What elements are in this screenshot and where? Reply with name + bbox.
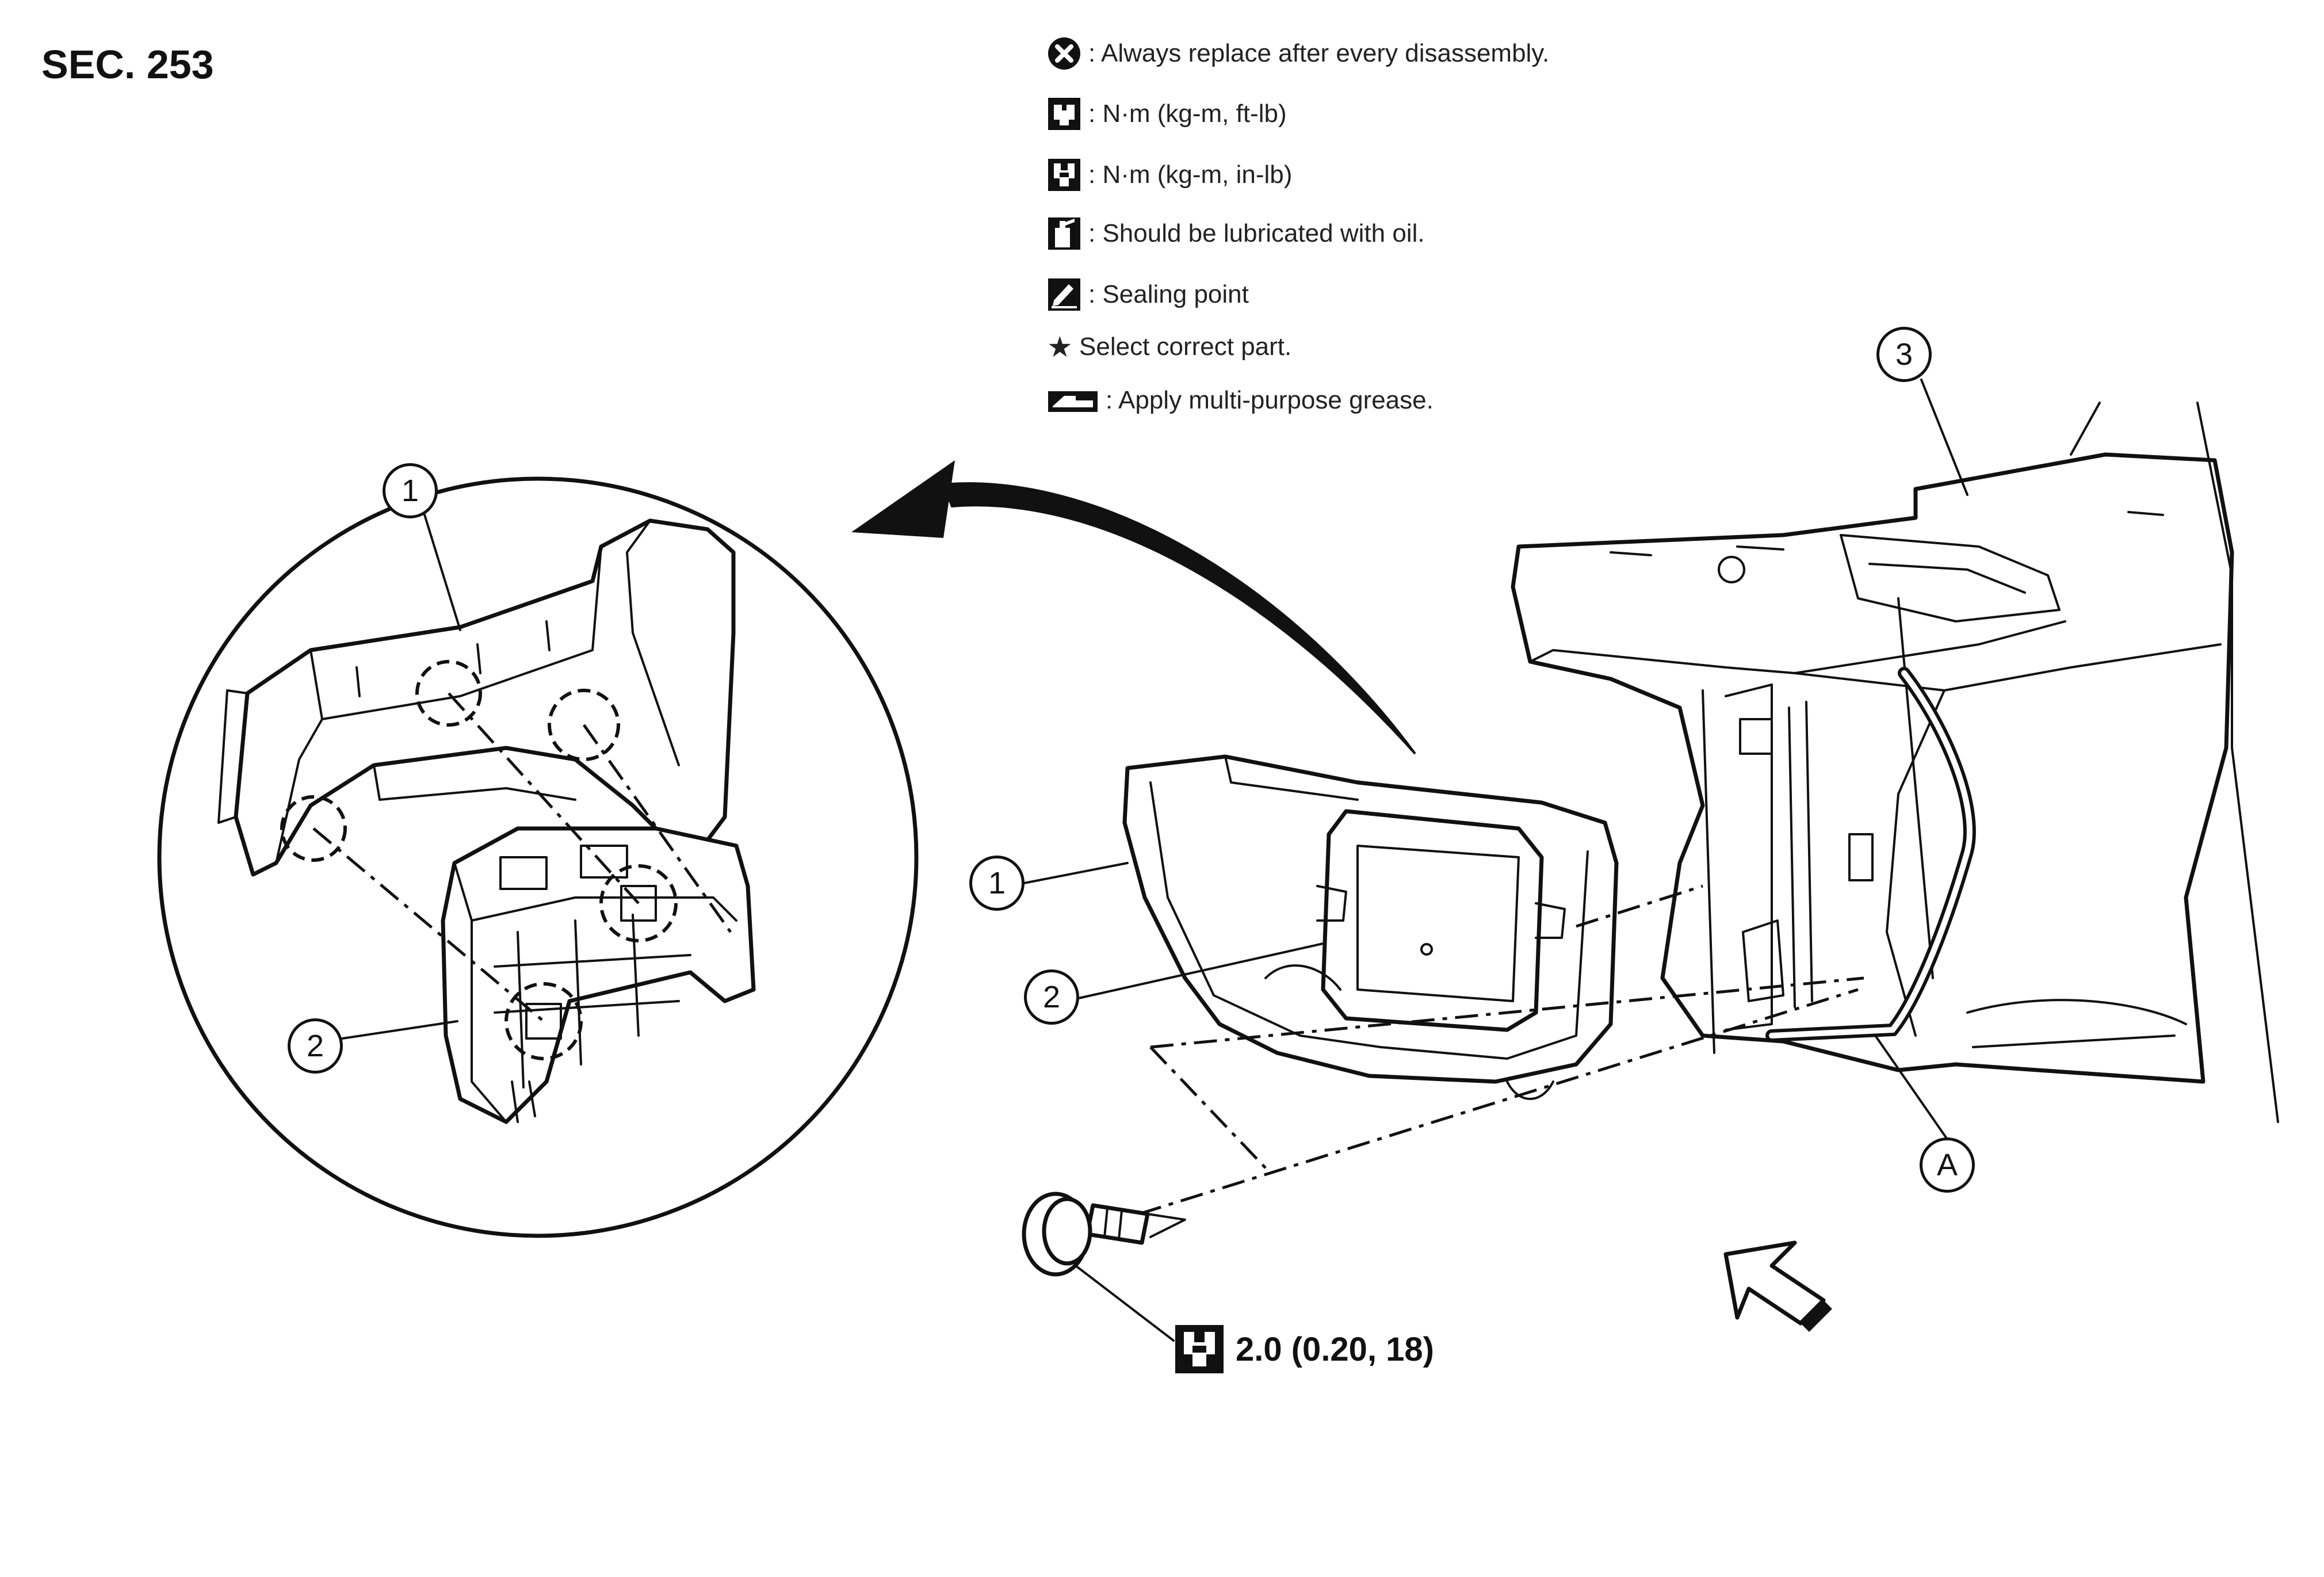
legend-row-oil: : Should be lubricated with oil. [1047, 211, 1425, 257]
legend-text: : Apply multi-purpose grease. [1106, 386, 1434, 414]
main-alignment-lines [1138, 884, 1864, 1216]
star-icon: ★ [1047, 331, 1073, 363]
legend-row-replace: : Always replace after every disassembly… [1047, 30, 1549, 77]
replace-icon [1047, 36, 1081, 71]
legend-row-torque-inlb: : N·m (kg-m, in-lb) [1047, 152, 1292, 198]
grease-icon [1047, 383, 1099, 418]
detail-view-circle [157, 476, 919, 1238]
callout-main-1: 1 [969, 856, 1025, 911]
main-leader-lines [1023, 379, 1968, 1140]
legend-text: : Sealing point [1088, 280, 1249, 308]
callout-main-2: 2 [1024, 969, 1079, 1025]
front-direction-arrow [1723, 1240, 1832, 1332]
legend-row-sealing: : Sealing point [1047, 272, 1249, 318]
legend-text: : N·m (kg-m, in-lb) [1088, 161, 1293, 189]
detail-bracket-part-1 [217, 518, 736, 877]
torque-inlb-icon [1047, 158, 1081, 192]
main-bracket-assembly [1122, 754, 1619, 1100]
main-body-structure-part-3 [1511, 402, 2279, 1123]
legend-row-star: ★ Select correct part. [1047, 324, 1291, 370]
oil-can-icon [1047, 216, 1081, 251]
detail-alignment-lines [312, 692, 732, 1022]
legend-text: : N·m (kg-m, ft-lb) [1088, 100, 1287, 128]
callout-detail-1: 1 [383, 463, 438, 518]
legend-row-grease: : Apply multi-purpose grease. [1047, 377, 1434, 423]
legend-row-torque-ftlb: : N·m (kg-m, ft-lb) [1047, 91, 1287, 137]
bolt-torque-spec: 2.0 (0.20, 18) [1174, 1323, 1434, 1375]
sealing-point-icon [1047, 277, 1081, 312]
torque-value: 2.0 (0.20, 18) [1236, 1330, 1434, 1368]
legend-text: Select correct part. [1079, 333, 1292, 361]
callout-main-A: A [1920, 1137, 1975, 1193]
detail-pointer-arrow [851, 460, 1416, 755]
bolt [1022, 1192, 1186, 1342]
callout-detail-2: 2 [288, 1018, 343, 1074]
torque-ftlb-icon [1047, 97, 1081, 131]
detail-module-part-2 [441, 826, 756, 1124]
section-label: SEC. 253 [41, 42, 214, 87]
callout-main-3: 3 [1876, 327, 1932, 382]
legend-text: : Should be lubricated with oil. [1088, 219, 1425, 247]
detail-leader-lines [341, 508, 461, 1040]
torque-inlb-icon [1174, 1323, 1225, 1375]
legend-text: : Always replace after every disassembly… [1088, 39, 1550, 67]
